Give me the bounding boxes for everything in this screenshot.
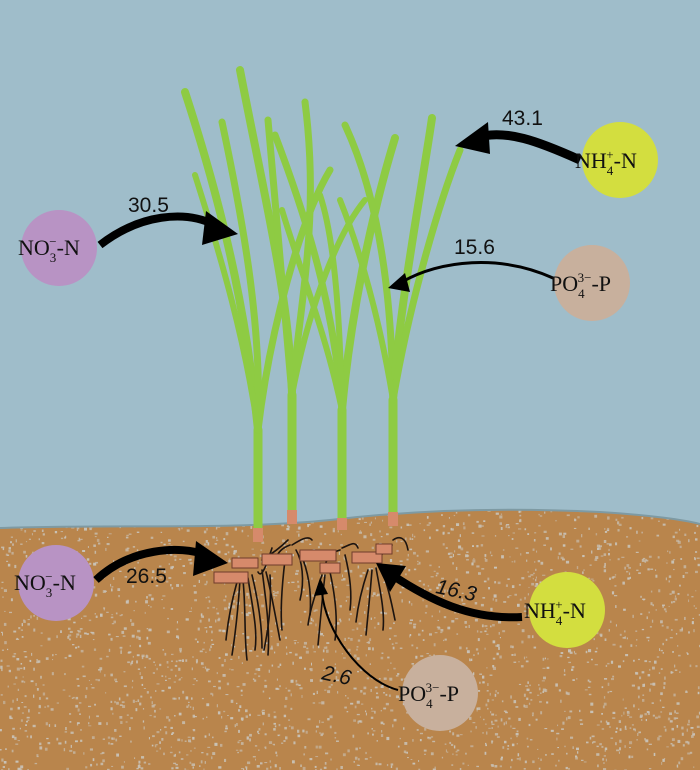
node-water-nitrate: NO3−-N bbox=[18, 210, 97, 286]
flux-water-nitrate: 30.5 bbox=[128, 194, 169, 217]
flux-arrows bbox=[93, 122, 582, 691]
stem-bases bbox=[253, 510, 398, 542]
svg-text:PO43−-P: PO43−-P bbox=[550, 270, 611, 301]
flux-sediment-nitrate: 26.5 bbox=[126, 565, 167, 588]
svg-text:PO43−-P: PO43−-P bbox=[398, 680, 459, 711]
flux-water-ammonium: 43.1 bbox=[502, 107, 543, 130]
node-sediment-phosphate: PO43−-P bbox=[398, 655, 478, 731]
svg-text:NO3−-N: NO3−-N bbox=[18, 234, 80, 265]
svg-text:NH4+-N: NH4+-N bbox=[575, 147, 637, 178]
svg-text:NH4+-N: NH4+-N bbox=[524, 597, 586, 628]
flux-water-phosphate: 15.6 bbox=[454, 236, 495, 259]
node-water-phosphate: PO43−-P bbox=[550, 245, 630, 321]
node-water-ammonium: NH4+-N bbox=[575, 122, 658, 198]
node-sediment-ammonium: NH4+-N bbox=[524, 572, 605, 648]
node-sediment-nitrate: NO3−-N bbox=[14, 545, 94, 621]
svg-text:NO3−-N: NO3−-N bbox=[14, 569, 76, 600]
rhizome bbox=[213, 543, 393, 584]
plant-leaves bbox=[181, 66, 464, 535]
